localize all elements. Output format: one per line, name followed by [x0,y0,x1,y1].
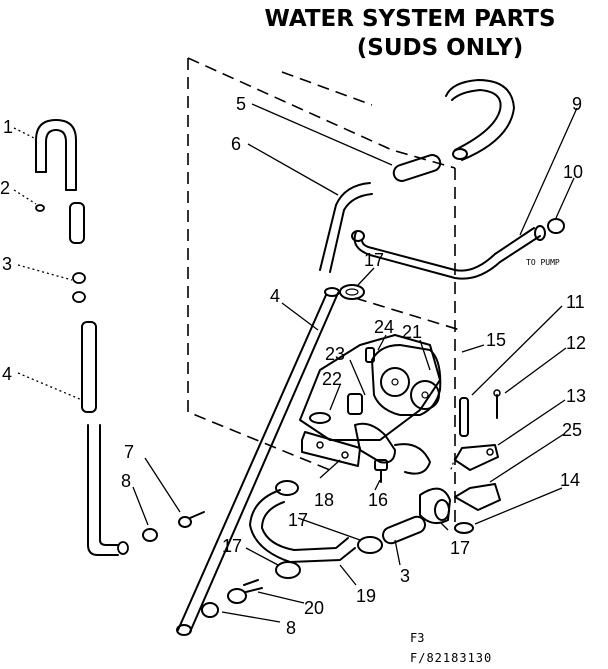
left-hose-assembly [35,119,129,556]
callout-17: 17 [288,510,308,530]
callout-15: 15 [486,330,506,350]
leader-lines [13,103,578,623]
callout-21: 21 [402,322,422,342]
callout-18: 18 [314,490,334,510]
callout-14: 14 [560,470,580,490]
diagram-title-line1: WATER SYSTEM PARTS [264,6,555,32]
upper-hoses [319,79,565,280]
callout-1: 1 [3,117,13,137]
callout-23: 23 [325,344,345,364]
callout-19: 19 [356,586,376,606]
callout-3: 3 [400,566,410,586]
figure-label: F3 [410,631,424,645]
callout-4: 4 [2,364,12,384]
callout-17: 17 [222,536,242,556]
callout-6: 6 [231,134,241,154]
right-side-parts [419,389,501,534]
callout-16: 16 [368,490,388,510]
callout-13: 13 [566,386,586,406]
callout-2: 2 [0,178,10,198]
callout-7: 7 [124,442,134,462]
callout-20: 20 [304,598,324,618]
cabinet-outline [187,57,461,530]
callout-8: 8 [121,471,131,491]
dispenser-body [299,284,442,483]
callout-3: 3 [2,254,12,274]
callout-17: 17 [364,250,384,270]
callout-17: 17 [450,538,470,558]
lower-hoses [142,480,426,618]
callout-9: 9 [572,94,582,114]
part-code-label: F/82183130 [410,651,492,665]
to-pump-label: TO PUMP [526,258,560,267]
callout-12: 12 [566,333,586,353]
callout-25: 25 [562,420,582,440]
callout-labels: 1 2 3 4 5 6 9 10 17 4 24 21 15 11 12 23 … [0,94,586,638]
diagram-title-line2: (SUDS ONLY) [357,35,523,61]
callout-10: 10 [563,162,583,182]
callout-4: 4 [270,286,280,306]
callout-5: 5 [236,94,246,114]
callout-22: 22 [322,369,342,389]
callout-11: 11 [566,292,585,312]
callout-24: 24 [374,317,394,337]
long-hose-4 [176,287,340,636]
callout-8: 8 [286,618,296,638]
